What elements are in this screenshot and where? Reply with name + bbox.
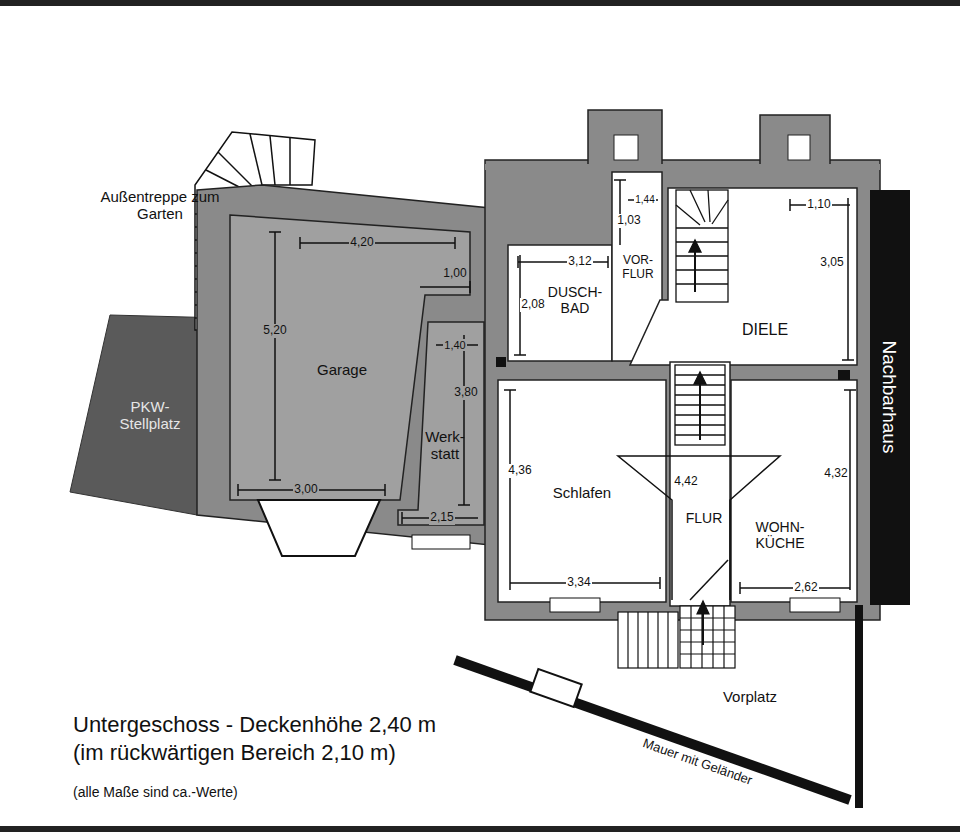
frame-bar xyxy=(0,0,960,6)
flue xyxy=(614,135,638,160)
dimension-lines xyxy=(238,180,856,594)
dimension-label: 3,34 xyxy=(566,576,591,590)
parking-area: PKW- Stellplatz xyxy=(70,315,225,515)
window xyxy=(790,598,840,612)
plan-title: Untergeschoss - Deckenhöhe 2,40 m xyxy=(72,712,437,737)
dimension-label: 5,20 xyxy=(262,324,287,338)
plan-label: Vorplatz xyxy=(722,688,778,705)
room: VOR- FLUR xyxy=(612,172,662,292)
kitchen xyxy=(731,380,857,602)
shower-room xyxy=(508,245,612,361)
room-label: Schlafen xyxy=(532,484,632,501)
neighbour-band: Nachbarhaus xyxy=(870,190,910,605)
room: Werk- statt xyxy=(400,320,484,525)
flue xyxy=(788,135,810,160)
room-label: Garage xyxy=(302,361,382,378)
boundary-line xyxy=(855,605,863,808)
dimension-label: 1,44 xyxy=(634,194,655,206)
dimension-label: 2,08 xyxy=(520,298,545,312)
dimension-label: 4,32 xyxy=(823,467,848,481)
workshop-room xyxy=(398,322,484,525)
dimension-label: 4,20 xyxy=(349,236,374,250)
room: WOHN- KÜCHE xyxy=(731,380,857,602)
dimension-label: 1,00 xyxy=(442,267,467,281)
chimney xyxy=(760,115,830,165)
column xyxy=(838,370,850,380)
entrance-steps xyxy=(618,601,735,668)
hall-stairs xyxy=(676,190,728,302)
dimension-label: 1,40 xyxy=(443,339,466,352)
hall-room xyxy=(630,188,857,365)
room-label: VOR- FLUR xyxy=(616,254,660,282)
wall-fill xyxy=(485,164,880,170)
dimension-label: 2,62 xyxy=(793,581,818,595)
corridor xyxy=(670,362,730,606)
neighbour-band xyxy=(870,190,910,605)
room: DIELE xyxy=(630,188,857,365)
room-label: Nachbarhaus xyxy=(879,340,901,453)
room-label: Werk- statt xyxy=(416,428,474,463)
room-label: DUSCH- BAD xyxy=(543,284,607,316)
dimension-label: 2,15 xyxy=(429,511,454,525)
room-label: WOHN- KÜCHE xyxy=(740,519,820,551)
house-walls xyxy=(485,160,880,620)
gate xyxy=(530,669,581,707)
room: Schlafen xyxy=(498,380,666,602)
dimension-label: 3,00 xyxy=(293,483,318,497)
dimension-label: 1,03 xyxy=(616,214,641,228)
dimension-label: 3,80 xyxy=(453,386,478,400)
room-label: FLUR xyxy=(679,510,729,526)
dimension-label: 3,05 xyxy=(819,256,844,270)
garage-door xyxy=(258,500,380,556)
dimension-label: 1,10 xyxy=(806,198,831,212)
dimension-label: 4,42 xyxy=(673,475,698,489)
dimension-label: 3,12 xyxy=(567,255,592,269)
dimension-label: 4,36 xyxy=(507,464,532,478)
wall-line xyxy=(455,660,850,800)
garage-walls xyxy=(197,185,490,545)
chimney xyxy=(588,110,662,165)
plan-caption: (im rückwärtigen Bereich 2,10 m) xyxy=(72,740,397,765)
room-label: PKW- Stellplatz xyxy=(110,398,190,433)
window xyxy=(550,598,600,612)
room-label: DIELE xyxy=(725,321,805,339)
bedroom xyxy=(498,380,666,602)
plan-label: (alle Maße sind ca.-Werte) xyxy=(72,784,239,800)
frame-bar xyxy=(0,826,960,832)
plan-label: Außentreppe zum Garten xyxy=(94,188,226,223)
column xyxy=(496,357,506,367)
window xyxy=(412,535,470,549)
corridor-stairs xyxy=(675,365,725,445)
